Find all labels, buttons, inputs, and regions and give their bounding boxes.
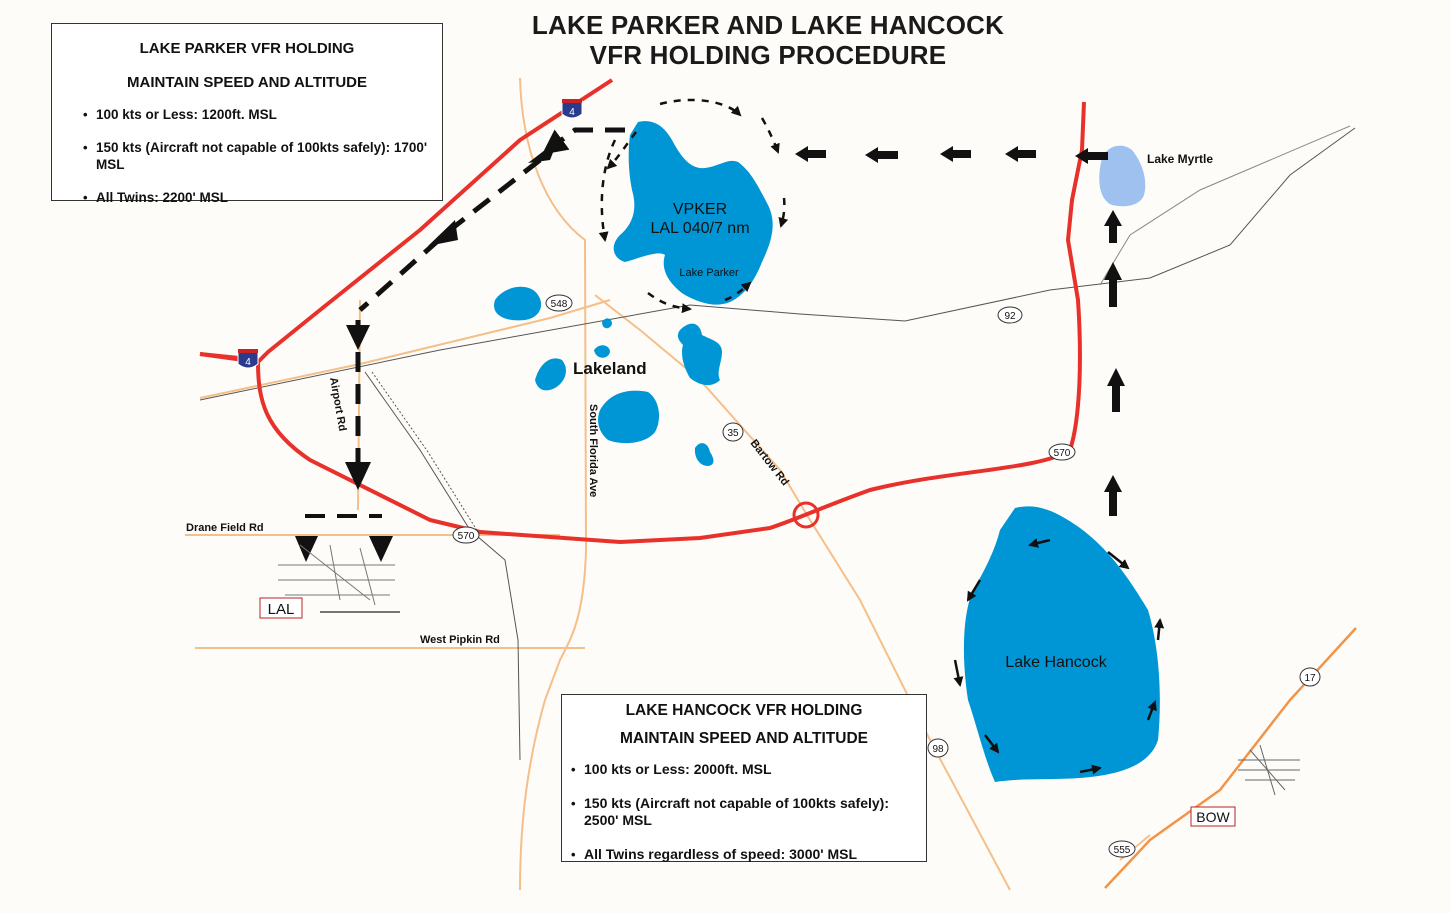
shield-98: 98 bbox=[927, 738, 949, 758]
lake-parker-altitude-list: 100 kts or Less: 1200ft. MSL 150 kts (Ai… bbox=[83, 106, 442, 206]
interstate-shields: 4 4 bbox=[237, 99, 583, 369]
svg-text:4: 4 bbox=[569, 107, 575, 118]
lake-parker-box-heading-2: MAINTAIN SPEED AND ALTITUDE bbox=[127, 74, 367, 91]
railways bbox=[199, 125, 1356, 761]
arrow-north-3 bbox=[1107, 368, 1125, 412]
route-to-i4 bbox=[541, 127, 625, 155]
lake-hancock-holding-pattern bbox=[953, 538, 1165, 775]
west-pipkin-rd-label: West Pipkin Rd bbox=[420, 634, 500, 646]
polk-parkway bbox=[256, 101, 1086, 544]
vpker-label-line2: LAL 040/7 nm bbox=[650, 220, 749, 237]
inbound-arrows-east bbox=[795, 146, 1125, 516]
shield-92: 92 bbox=[997, 306, 1023, 324]
shield-17: 17 bbox=[1299, 667, 1321, 687]
lake-parker-altitude-item: 100 kts or Less: 1200ft. MSL bbox=[83, 106, 436, 123]
lake-parker-holding-pattern bbox=[598, 98, 789, 314]
shield-548: 548 bbox=[545, 294, 573, 312]
lake-parker-holding-box: LAKE PARKER VFR HOLDING MAINTAIN SPEED A… bbox=[51, 23, 443, 206]
vpker-label-line1: VPKER bbox=[673, 201, 727, 218]
svg-text:98: 98 bbox=[932, 744, 944, 755]
arrow-west-5 bbox=[1075, 148, 1108, 164]
svg-text:35: 35 bbox=[727, 428, 739, 439]
arrowhead-airport-1 bbox=[346, 325, 370, 350]
railroad-south bbox=[364, 371, 521, 761]
lake-hancock-label: Lake Hancock bbox=[1005, 654, 1107, 671]
lake-parker-label: Lake Parker bbox=[679, 267, 739, 279]
arrow-west-1 bbox=[795, 146, 826, 162]
lake-hancock-altitude-item: 100 kts or Less: 2000ft. MSL bbox=[571, 761, 914, 778]
arrow-north-1 bbox=[1104, 210, 1122, 243]
shield-35: 35 bbox=[722, 422, 744, 442]
arrow-west-2 bbox=[865, 147, 898, 163]
arrow-west-3 bbox=[940, 146, 971, 162]
lal-airport-diagram bbox=[278, 544, 400, 613]
shield-570-east: 570 bbox=[1048, 443, 1076, 461]
lake-hollingsworth bbox=[598, 390, 660, 444]
svg-text:570: 570 bbox=[1054, 448, 1071, 459]
lake-parker-altitude-item: All Twins: 2200' MSL bbox=[83, 189, 436, 206]
lake-hancock-altitude-list: 100 kts or Less: 2000ft. MSL 150 kts (Ai… bbox=[571, 761, 926, 863]
arrow-north-4 bbox=[1104, 475, 1122, 516]
south-florida-ave-road bbox=[519, 77, 588, 891]
lake-parker bbox=[613, 121, 773, 305]
lake-hancock-altitude-item: All Twins regardless of speed: 3000' MSL bbox=[571, 846, 914, 863]
arrowhead-diag bbox=[428, 220, 458, 246]
railroad-east-west bbox=[199, 127, 1356, 401]
lakes bbox=[494, 121, 1160, 782]
map-title-line2: VFR HOLDING PROCEDURE bbox=[589, 40, 947, 70]
airport-labels: LAL BOW bbox=[259, 597, 1236, 827]
road-92-east bbox=[1099, 125, 1351, 286]
lake-parker-box-heading-1: LAKE PARKER VFR HOLDING bbox=[139, 40, 355, 57]
svg-text:548: 548 bbox=[551, 299, 568, 310]
lake-parker-altitude-item: 150 kts (Aircraft not capable of 100kts … bbox=[83, 139, 436, 173]
svg-text:17: 17 bbox=[1304, 673, 1316, 684]
drane-field-rd-label: Drane Field Rd bbox=[186, 522, 264, 534]
bow-label-box bbox=[1190, 806, 1236, 827]
arrowhead-lal-left bbox=[295, 536, 318, 562]
arrow-north-2 bbox=[1104, 262, 1122, 307]
lake-hancock-box-heading-2: MAINTAIN SPEED AND ALTITUDE bbox=[620, 730, 868, 747]
arrowhead-airport-2 bbox=[345, 462, 371, 490]
arrowhead-nw bbox=[528, 140, 558, 163]
lake-hancock-altitude-item: 150 kts (Aircraft not capable of 100kts … bbox=[571, 795, 914, 829]
lake-bonny bbox=[677, 323, 722, 386]
lake-hancock bbox=[963, 506, 1160, 782]
lake-myrtle bbox=[1099, 145, 1146, 207]
lakeland-label: Lakeland bbox=[573, 359, 647, 378]
state-road-shields: 548 92 35 570 570 98 17 555 bbox=[452, 294, 1321, 858]
airport-rd-label: Airport Rd bbox=[327, 376, 348, 432]
lake-myrtle-label: Lake Myrtle bbox=[1147, 152, 1213, 166]
arrow-west-4 bbox=[1005, 146, 1036, 162]
route-arrowheads bbox=[295, 140, 558, 562]
svg-text:4: 4 bbox=[245, 357, 251, 368]
lake-morton bbox=[535, 358, 566, 391]
lake-small-a bbox=[602, 318, 612, 329]
lal-label: LAL bbox=[268, 601, 295, 618]
map-title-line1: LAKE PARKER AND LAKE HANCOCK bbox=[531, 10, 1005, 40]
i4-shield-top: 4 bbox=[561, 99, 583, 119]
lake-small-c bbox=[694, 443, 714, 466]
arrowhead-lal-right bbox=[369, 536, 393, 562]
bow-label: BOW bbox=[1196, 809, 1230, 825]
bartow-rd-label: Bartow Rd bbox=[748, 437, 791, 488]
south-florida-ave-label: South Florida Ave bbox=[587, 404, 599, 497]
svg-text:570: 570 bbox=[458, 531, 475, 542]
lake-hancock-holding-box: LAKE HANCOCK VFR HOLDING MAINTAIN SPEED … bbox=[561, 694, 927, 863]
shield-570-west: 570 bbox=[452, 526, 480, 544]
railroad-double bbox=[371, 371, 479, 533]
shield-555: 555 bbox=[1108, 840, 1136, 858]
svg-text:555: 555 bbox=[1114, 845, 1131, 856]
lake-small-b bbox=[594, 345, 610, 358]
road-548 bbox=[199, 299, 611, 399]
svg-text:92: 92 bbox=[1004, 311, 1016, 322]
i4-shield-left: 4 bbox=[237, 349, 259, 369]
lake-northwest bbox=[494, 286, 542, 321]
lal-label-box bbox=[259, 597, 303, 619]
map-title: LAKE PARKER AND LAKE HANCOCK VFR HOLDING… bbox=[468, 10, 1068, 70]
interchange-ring bbox=[792, 501, 820, 529]
lake-hancock-box-heading-1: LAKE HANCOCK VFR HOLDING bbox=[625, 702, 863, 719]
bow-airport-diagram bbox=[1238, 744, 1300, 796]
